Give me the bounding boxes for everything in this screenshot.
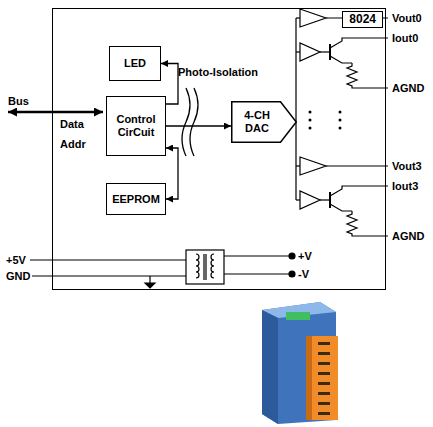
output-channel xyxy=(296,9,388,88)
dac-output-bus xyxy=(290,18,296,200)
signal-label: Iout0 xyxy=(392,32,418,45)
module-housing: 8024LED Control CirCuitEEPROM 4-CH DAC xyxy=(52,8,386,290)
module-photo xyxy=(262,310,278,424)
transformer-symbol xyxy=(196,254,199,278)
signal-label: Iout3 xyxy=(392,180,418,193)
module-photo xyxy=(306,336,338,420)
signal-label: Bus xyxy=(8,95,29,108)
signal-label: +V xyxy=(298,250,312,263)
signal-label: -V xyxy=(298,268,309,281)
module-photo xyxy=(318,372,330,375)
signal-label: AGND xyxy=(392,230,424,243)
module-photo xyxy=(318,382,330,385)
transformer-symbol xyxy=(186,250,224,284)
ellipsis-dots xyxy=(309,127,312,130)
output-channel xyxy=(300,157,326,175)
photo-isolation-mark xyxy=(190,88,198,156)
ellipsis-dots xyxy=(339,127,342,130)
ellipsis-dots xyxy=(339,119,342,122)
signal-label: Addr xyxy=(60,138,86,151)
ellipsis-dots xyxy=(309,119,312,122)
module-photo xyxy=(318,402,330,405)
bus-arrow xyxy=(8,112,103,113)
module-photo xyxy=(262,302,338,424)
power-wiring xyxy=(32,275,186,276)
photo-isolation-mark xyxy=(182,88,198,156)
module-photo xyxy=(318,352,330,355)
output-channel xyxy=(320,51,330,52)
eeprom-box: EEPROM xyxy=(106,183,166,215)
signal-label: Photo-Isolation xyxy=(178,66,258,79)
module-photo xyxy=(318,342,330,415)
output-channel xyxy=(330,186,388,196)
model-number: 8024 xyxy=(342,11,383,28)
ellipsis-dots xyxy=(309,111,312,114)
signal-label: GND xyxy=(6,270,30,283)
output-channel xyxy=(330,56,352,63)
power-wiring xyxy=(289,253,295,259)
dac-output-bus xyxy=(295,18,296,200)
ellipsis-dots xyxy=(309,111,342,130)
output-channel xyxy=(296,157,388,236)
module-photo xyxy=(318,412,330,415)
power-wiring xyxy=(30,253,295,288)
output-channel xyxy=(330,38,388,48)
block-label: Control CirCuit xyxy=(110,113,162,139)
signal-connector xyxy=(166,148,178,199)
power-wiring xyxy=(224,255,289,256)
module-photo xyxy=(318,342,330,345)
block-label: LED xyxy=(124,57,146,70)
output-channel xyxy=(320,199,330,200)
module-photo xyxy=(306,336,312,420)
module-photo xyxy=(286,312,310,320)
transformer-symbol xyxy=(211,254,214,278)
photo-isolation-mark xyxy=(182,88,190,156)
output-channel xyxy=(300,9,326,27)
signal-connector xyxy=(166,125,231,126)
power-wiring xyxy=(224,273,289,274)
block-label: 4-CH DAC xyxy=(237,109,277,135)
signal-label: Vout3 xyxy=(392,160,422,173)
output-channel xyxy=(330,204,352,211)
signal-label: +5V xyxy=(6,254,26,267)
output-channel xyxy=(347,63,388,88)
led-box: LED xyxy=(109,46,161,81)
output-channel xyxy=(300,43,320,61)
dac-block: 4-CH DAC xyxy=(231,101,297,143)
transformer-symbol xyxy=(205,254,206,280)
module-photo xyxy=(318,392,330,395)
power-wiring xyxy=(149,276,150,283)
power-wiring xyxy=(289,271,295,277)
output-channel xyxy=(326,165,388,166)
power-wiring xyxy=(30,259,186,260)
output-channel xyxy=(329,44,331,60)
dac-outline xyxy=(232,102,297,143)
bus-arrow xyxy=(8,111,103,114)
power-wiring xyxy=(145,283,155,288)
ellipsis-dots xyxy=(339,111,342,114)
block-label: EEPROM xyxy=(112,193,160,206)
signal-label: Data xyxy=(60,118,84,131)
module-photo xyxy=(318,362,330,365)
transformer-symbol xyxy=(186,250,224,284)
signal-label: AGND xyxy=(392,82,424,95)
output-channel xyxy=(329,192,331,208)
output-channel xyxy=(347,211,388,236)
control-box: Control CirCuit xyxy=(106,96,166,156)
signal-label: Vout0 xyxy=(392,12,422,25)
transformer-symbol xyxy=(203,254,204,280)
output-channel xyxy=(300,191,320,209)
